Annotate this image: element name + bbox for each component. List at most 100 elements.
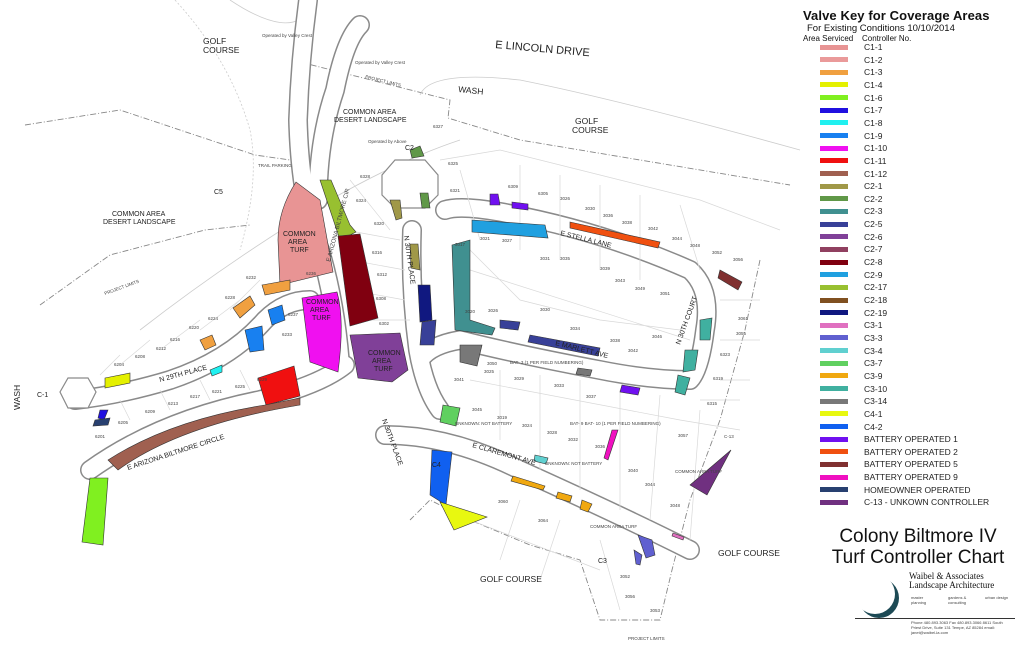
turf-label: TURF <box>290 247 309 254</box>
legend-label: C3-4 <box>864 345 883 356</box>
zone-c1-3-c[interactable] <box>199 334 217 351</box>
zone-c3-14-b[interactable] <box>575 367 593 377</box>
lot-number: 3029 <box>514 376 525 381</box>
zone-c1-3[interactable] <box>261 279 291 296</box>
legend-swatch <box>820 208 848 214</box>
lot-number: 6324 <box>356 198 367 203</box>
legend-label: C3-14 <box>864 396 888 407</box>
lot-number: 6229 <box>257 377 268 382</box>
zone-b5[interactable] <box>717 269 743 291</box>
lot-number: 3048 <box>690 243 701 248</box>
zone-c4-1[interactable] <box>439 501 488 531</box>
zone-c1-9[interactable] <box>267 304 286 326</box>
legend-label: BATTERY OPERATED 9 <box>864 472 958 483</box>
zone-c3-10-b[interactable] <box>682 349 699 373</box>
legend-swatch <box>820 171 848 176</box>
legend-item: C1-12 <box>803 168 887 180</box>
lot-number: 3032 <box>568 437 579 442</box>
area-label: GOLF <box>203 36 226 46</box>
zone-c1-3-b[interactable] <box>232 295 256 319</box>
legend-label: BATTERY OPERATED 5 <box>864 459 958 470</box>
zone-c1-11[interactable] <box>257 365 301 406</box>
legend-label: C2-18 <box>864 295 888 305</box>
zone-c3-4[interactable] <box>533 454 549 465</box>
lot-number: 3053 <box>650 608 661 613</box>
lot-numbers: 6327632563216328632463206316631263086302… <box>95 124 749 613</box>
legend-label: C2-7 <box>864 244 883 255</box>
lot-number: 6325 <box>448 161 459 166</box>
legend-swatch <box>820 360 848 366</box>
legend-label: C-13 - UNKOWN CONTROLLER <box>864 497 990 508</box>
zone-homeowner[interactable] <box>92 417 111 427</box>
zone-c1-12[interactable] <box>107 397 301 471</box>
turf-label: AREA <box>310 307 329 314</box>
legend-label: C1-4 <box>864 79 883 90</box>
area-wash: WASH <box>12 385 22 410</box>
zone-b1[interactable] <box>489 193 501 206</box>
zone-c2-1-b[interactable] <box>409 243 421 271</box>
zone-c2-2[interactable] <box>409 145 425 159</box>
lot-number: 3017 <box>455 242 466 247</box>
zone-c1-4[interactable] <box>104 372 131 389</box>
lot-number: 6204 <box>114 362 125 367</box>
zone-c3-9-c[interactable] <box>579 499 593 513</box>
zone-c2-2-b[interactable] <box>419 192 431 209</box>
legend-label: C1-6 <box>864 92 883 103</box>
zone-c3-14[interactable] <box>459 344 483 367</box>
zone-c1-10[interactable] <box>301 291 342 373</box>
legend-swatch <box>820 69 848 75</box>
zone-b2[interactable] <box>569 221 661 249</box>
zone-c3-1[interactable] <box>671 532 685 541</box>
zone-c1-6[interactable] <box>81 477 109 546</box>
area-golf-course: GOLF COURSE <box>718 548 780 558</box>
zone-c2-5[interactable] <box>419 319 437 346</box>
legend-item: C2-5 <box>803 218 882 230</box>
zone-c3-9-b[interactable] <box>555 491 573 503</box>
zone-c2-5-b[interactable] <box>527 334 601 357</box>
legend-item: C2-7 <box>803 243 882 255</box>
zone-c2-6[interactable] <box>349 332 409 383</box>
legend-swatch <box>820 44 848 50</box>
legend-label: C4-2 <box>864 421 883 432</box>
zone-b1-c[interactable] <box>619 384 641 396</box>
zone-c1-9-b[interactable] <box>244 325 265 353</box>
legend-item: C2-17 <box>803 281 887 293</box>
turf-label: COMMON AREA TURF <box>590 524 637 529</box>
zone-c3-9[interactable] <box>510 475 546 491</box>
area-label: DESERT LANDSCAPE <box>334 117 407 124</box>
zone-c3-10[interactable] <box>699 317 713 341</box>
turf-label: COMMON <box>306 299 339 306</box>
zone-b9[interactable] <box>603 429 619 461</box>
lot-number: 6312 <box>377 272 388 277</box>
legend-label: C1-9 <box>864 130 883 141</box>
zone-c2-19[interactable] <box>417 284 433 323</box>
zone-c2-5-c[interactable] <box>499 319 521 331</box>
turf-label: AREA <box>372 358 391 365</box>
zone-c4-2[interactable] <box>429 449 453 506</box>
zone-c3-3[interactable] <box>637 534 656 559</box>
zone-c1-8[interactable] <box>209 364 223 377</box>
zone-c2-3[interactable] <box>451 239 496 336</box>
zone-c2-8[interactable] <box>337 233 379 327</box>
trail-parking-label: TRAIL PARKING <box>258 163 292 168</box>
zone-c2-1[interactable] <box>389 199 403 221</box>
zone-c1-1[interactable] <box>277 181 334 286</box>
zone-b1-b[interactable] <box>511 201 529 211</box>
zone-c3-10-c[interactable] <box>674 374 691 396</box>
legend-label: BATTERY OPERATED 2 <box>864 446 958 457</box>
lot-number: 3035 <box>560 256 571 261</box>
street-lincoln: E LINCOLN DRIVE <box>495 39 590 59</box>
legend-item: C2-6 <box>803 231 882 243</box>
zone-c2-9[interactable] <box>471 219 549 239</box>
lot-number: 6233 <box>282 332 293 337</box>
turf-label: COMMON <box>283 231 316 238</box>
firm-logo: Waibel & Associates Landscape Architectu… <box>855 570 1015 645</box>
zone-c13[interactable] <box>689 449 732 496</box>
area-label: COURSE <box>572 125 609 135</box>
lot-number: 3042 <box>648 226 659 231</box>
note: UNKNOWN: NOT BATTERY <box>455 421 512 426</box>
zone-c2-17[interactable] <box>319 179 357 241</box>
zone-c3-3-b[interactable] <box>633 549 643 566</box>
zone-c3-7[interactable] <box>439 404 461 427</box>
